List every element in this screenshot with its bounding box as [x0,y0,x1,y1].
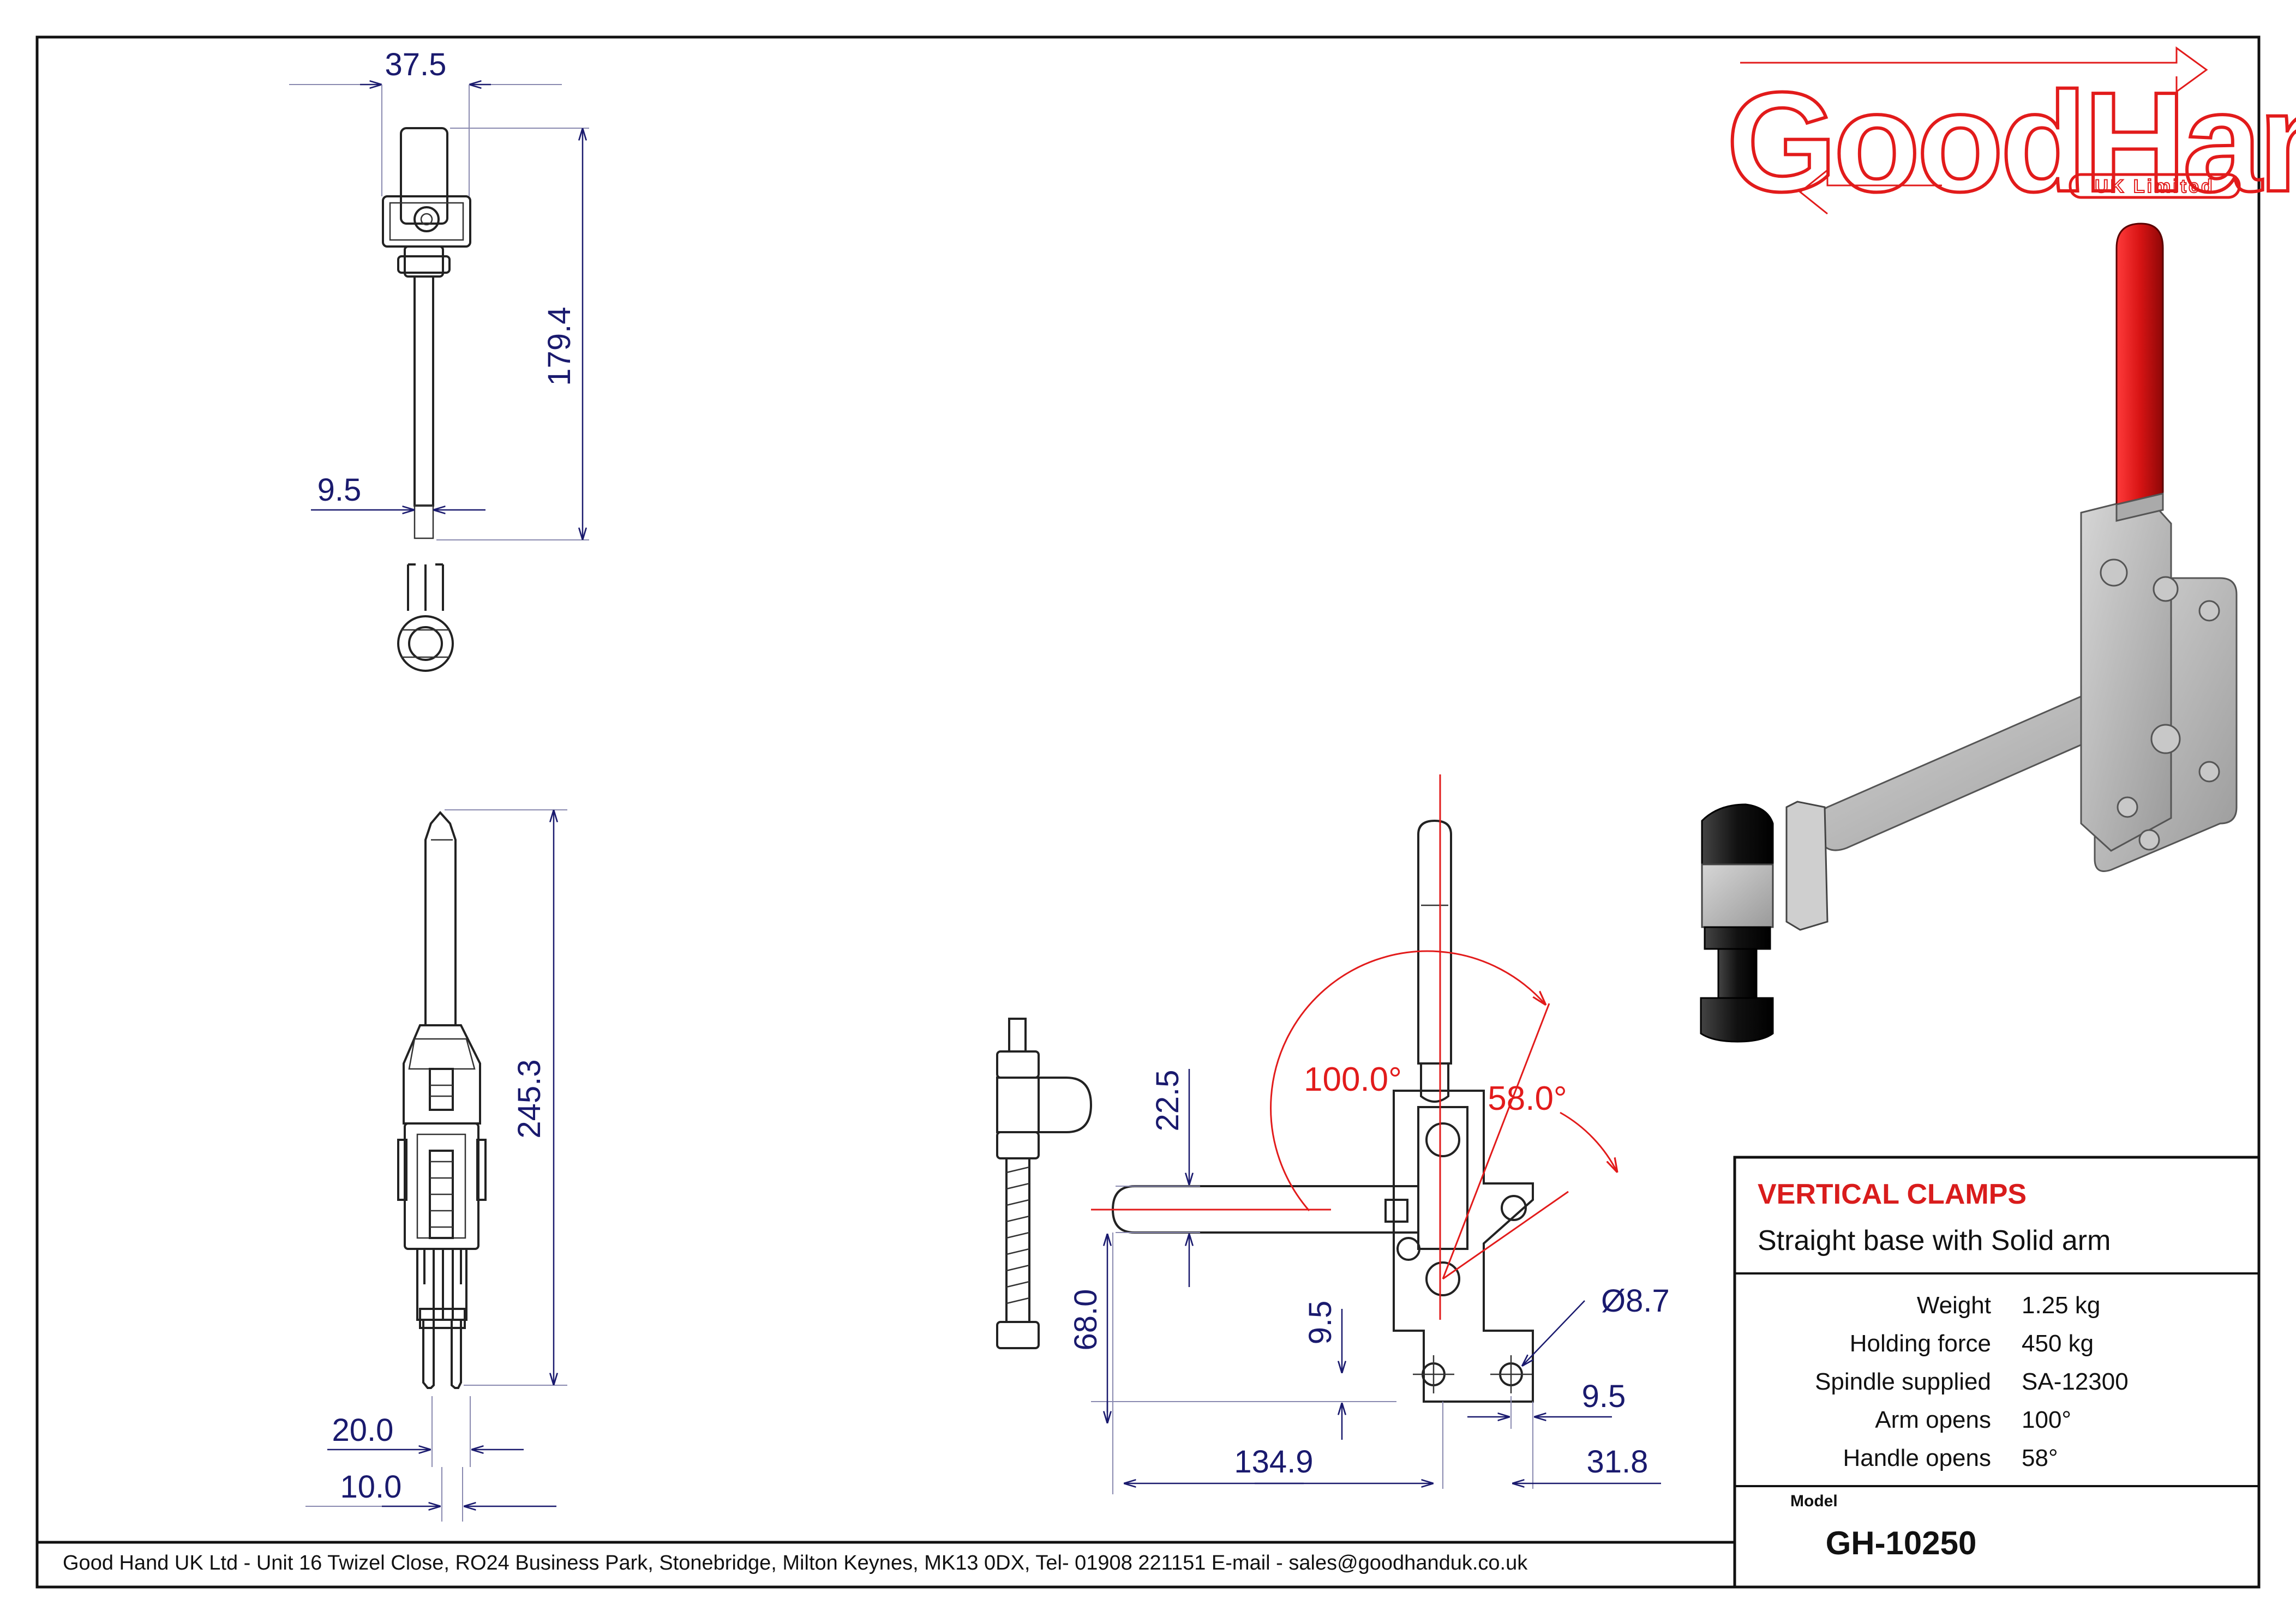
spec-value-handle-opens: 58° [2022,1445,2058,1471]
title-block-subtitle: Straight base with Solid arm [1758,1225,2111,1257]
spec-label-weight: Weight [1917,1292,1991,1319]
dim-front-w2: 10.0 [340,1469,402,1505]
dim-side-arm: 22.5 [1150,1070,1185,1132]
angle-arm: 100.0° [1304,1061,1402,1098]
title-block: VERTICAL CLAMPS Straight base with Solid… [1733,1156,2261,1589]
spec-label-handle-opens: Handle opens [1843,1445,1991,1471]
top-view-dimensions: 37.5 179.4 9.5 [289,47,589,540]
dim-front-height: 245.3 [512,1059,547,1138]
dim-side-base-right: 9.5 [1582,1379,1626,1414]
model-label: Model [1790,1492,1838,1510]
spec-value-holding-force: 450 kg [2022,1330,2094,1357]
side-view [996,819,1534,1403]
clamp-3d-render [1700,223,2238,1043]
spec-label-holding-force: Holding force [1850,1330,1991,1357]
front-view [397,810,487,1389]
front-view-dimensions: 245.3 20.0 10.0 [305,809,567,1522]
footer-address: Good Hand UK Ltd - Unit 16 Twizel Close,… [63,1552,1528,1574]
angle-handle: 58.0° [1488,1080,1567,1117]
spec-label-spindle: Spindle supplied [1815,1368,1991,1395]
spec-value-arm-opens: 100° [2022,1406,2071,1433]
dim-top-width: 37.5 [385,47,447,82]
spec-value-weight: 1.25 kg [2022,1292,2100,1319]
title-block-title: VERTICAL CLAMPS [1758,1179,2027,1210]
sheet-border [35,35,2261,1589]
dim-front-w1: 20.0 [332,1412,394,1448]
dim-side-hole-dia: Ø8.7 [1601,1283,1670,1319]
dim-side-hole-offset: 9.5 [1303,1301,1338,1345]
dim-side-base: 68.0 [1068,1289,1104,1351]
dim-side-reach: 134.9 [1234,1444,1313,1480]
side-view-dimensions: 22.5 68.0 9.5 Ø8.7 9.5 134.9 31.8 [1068,1069,1670,1494]
top-view [382,127,471,672]
spec-label-arm-opens: Arm opens [1875,1406,1991,1433]
dim-top-height: 179.4 [542,306,577,386]
spec-value-spindle: SA-12300 [2022,1368,2129,1395]
dim-side-base-len: 31.8 [1587,1444,1648,1480]
side-view-angles: 100.0° 58.0° [1091,774,1617,1320]
dim-top-rod: 9.5 [317,472,362,508]
model-number: GH-10250 [1826,1525,1977,1561]
logo-sub-text: UK Limited [2095,176,2214,197]
